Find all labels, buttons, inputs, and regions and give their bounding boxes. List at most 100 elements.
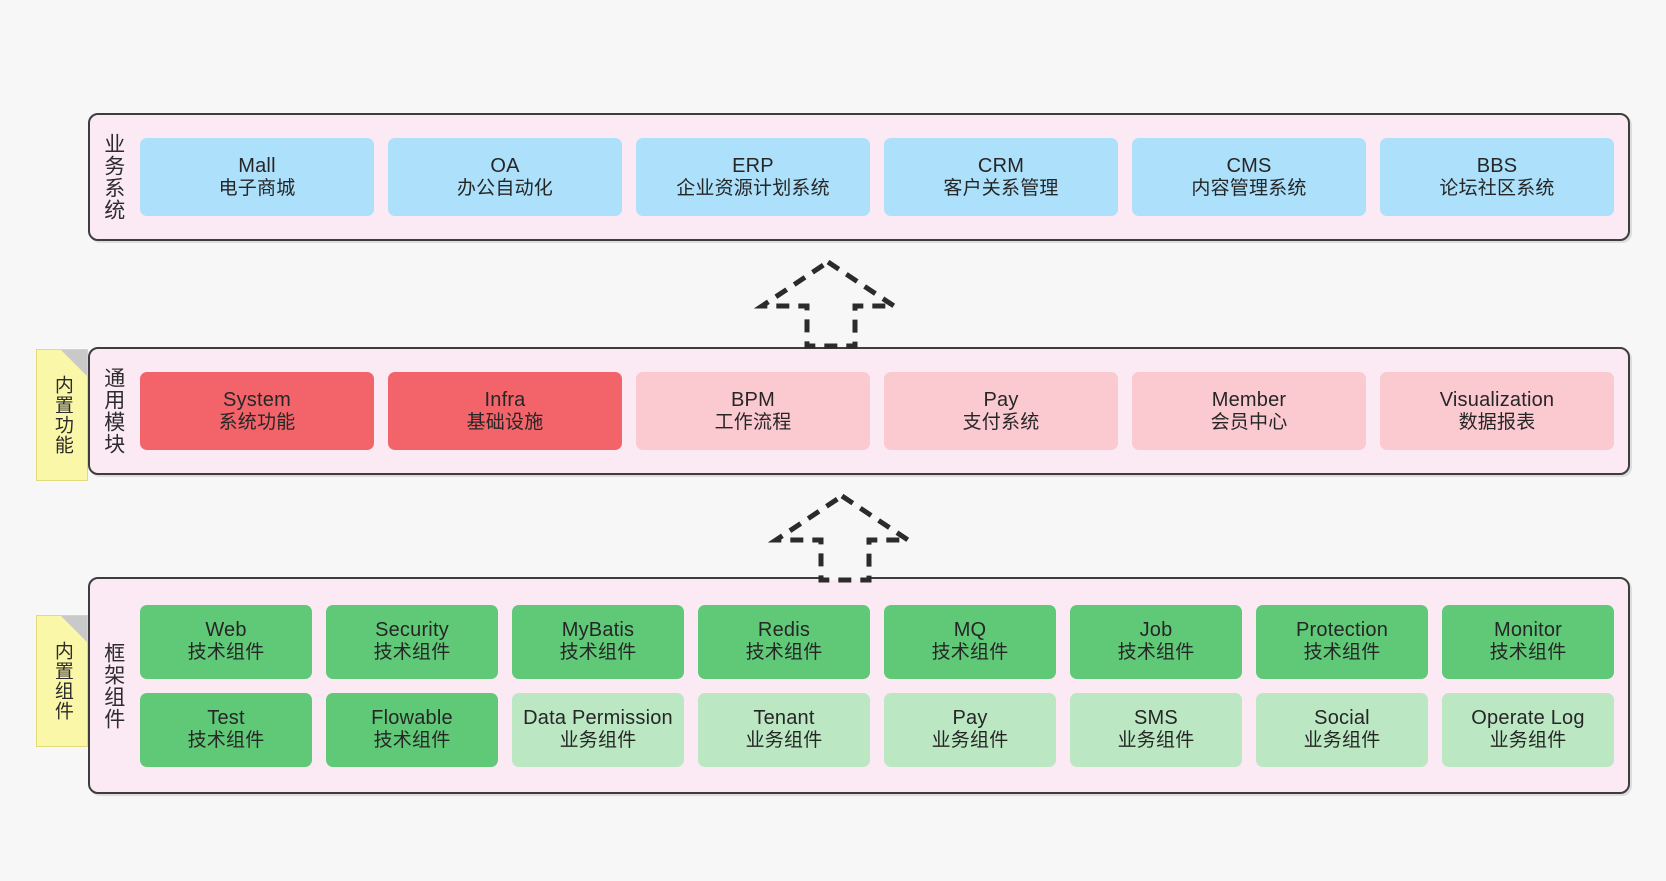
card-crm[interactable]: CRM 客户关系管理 (884, 138, 1118, 216)
card-sms[interactable]: SMS 业务组件 (1070, 692, 1242, 767)
card-security[interactable]: Security 技术组件 (326, 604, 498, 679)
card-bpm[interactable]: BPM 工作流程 (636, 372, 870, 450)
card-subtitle: 工作流程 (714, 411, 792, 433)
card-subtitle: 业务组件 (745, 730, 823, 752)
card-mybatis[interactable]: MyBatis 技术组件 (512, 604, 684, 679)
card-subtitle: 技术组件 (1303, 642, 1381, 664)
note-label: 内置组件 (51, 641, 73, 721)
card-erp[interactable]: ERP 企业资源计划系统 (636, 138, 870, 216)
card-title: CRM (977, 154, 1025, 177)
layer-common-module: 通用模块 System 系统功能 Infra 基础设施 BPM 工作流程 Pay… (88, 347, 1630, 475)
card-subtitle: 客户关系管理 (943, 177, 1059, 199)
card-oa[interactable]: OA 办公自动化 (388, 138, 622, 216)
card-tenant[interactable]: Tenant 业务组件 (698, 692, 870, 767)
card-infra[interactable]: Infra 基础设施 (388, 372, 622, 450)
card-title: BBS (1476, 154, 1518, 177)
card-subtitle: 业务组件 (1303, 730, 1381, 752)
card-title: System (223, 388, 291, 411)
card-title: Redis (757, 619, 811, 642)
card-title: MQ (953, 619, 987, 642)
card-title: Protection (1295, 619, 1389, 642)
card-subtitle: 技术组件 (373, 642, 451, 664)
card-row: Test 技术组件 Flowable 技术组件 Data Permission … (140, 692, 1614, 767)
card-title: Operate Log (1471, 707, 1585, 730)
card-title: Flowable (371, 707, 453, 730)
layer-body-common-module: System 系统功能 Infra 基础设施 BPM 工作流程 Pay 支付系统… (136, 349, 1628, 473)
card-title: MyBatis (561, 619, 635, 642)
card-system[interactable]: System 系统功能 (140, 372, 374, 450)
card-title: Pay (983, 388, 1019, 411)
card-subtitle: 论坛社区系统 (1439, 177, 1555, 199)
note-fold-corner-icon (61, 350, 87, 376)
connector-implement (767, 492, 917, 584)
card-visualization[interactable]: Visualization 数据报表 (1380, 372, 1614, 450)
note-built-in-components: 内置组件 (36, 615, 88, 747)
card-subtitle: 业务组件 (1117, 730, 1195, 752)
card-subtitle: 电子商城 (218, 177, 296, 199)
card-cms[interactable]: CMS 内容管理系统 (1132, 138, 1366, 216)
card-subtitle: 企业资源计划系统 (676, 177, 830, 199)
card-subtitle: 技术组件 (187, 730, 265, 752)
card-title: Test (207, 707, 245, 730)
card-title: Data Permission (523, 707, 673, 730)
card-title: BPM (731, 388, 775, 411)
layer-body-framework-component: Web 技术组件 Security 技术组件 MyBatis 技术组件 Redi… (136, 579, 1628, 792)
card-row: Web 技术组件 Security 技术组件 MyBatis 技术组件 Redi… (140, 604, 1614, 679)
note-built-in-features: 内置功能 (36, 349, 88, 481)
card-row: System 系统功能 Infra 基础设施 BPM 工作流程 Pay 支付系统… (140, 372, 1614, 450)
card-subtitle: 办公自动化 (456, 177, 553, 199)
card-subtitle: 会员中心 (1210, 411, 1288, 433)
card-title: Infra (484, 388, 526, 411)
card-test[interactable]: Test 技术组件 (140, 692, 312, 767)
layer-title-common-module: 通用模块 (101, 367, 125, 455)
note-fold-corner-icon (61, 616, 87, 642)
card-title: Member (1211, 388, 1287, 411)
card-title: Social (1314, 707, 1370, 730)
card-subtitle: 技术组件 (745, 642, 823, 664)
card-subtitle: 技术组件 (373, 730, 451, 752)
card-data-permission[interactable]: Data Permission 业务组件 (512, 692, 684, 767)
card-title: Job (1139, 619, 1173, 642)
note-label: 内置功能 (51, 375, 73, 455)
card-title: Web (205, 619, 247, 642)
card-mall[interactable]: Mall 电子商城 (140, 138, 374, 216)
card-title: Pay (952, 707, 988, 730)
card-title: Security (375, 619, 449, 642)
card-pay[interactable]: Pay 支付系统 (884, 372, 1118, 450)
card-pay-business[interactable]: Pay 业务组件 (884, 692, 1056, 767)
card-subtitle: 基础设施 (466, 411, 544, 433)
layer-title-framework-component: 框架组件 (101, 641, 125, 730)
card-title: SMS (1134, 707, 1178, 730)
card-monitor[interactable]: Monitor 技术组件 (1442, 604, 1614, 679)
card-subtitle: 技术组件 (187, 642, 265, 664)
card-social[interactable]: Social 业务组件 (1256, 692, 1428, 767)
card-flowable[interactable]: Flowable 技术组件 (326, 692, 498, 767)
card-mq[interactable]: MQ 技术组件 (884, 604, 1056, 679)
layer-body-business-system: Mall 电子商城 OA 办公自动化 ERP 企业资源计划系统 CRM 客户关系… (136, 115, 1628, 239)
card-subtitle: 技术组件 (931, 642, 1009, 664)
layer-business-system: 业务系统 Mall 电子商城 OA 办公自动化 ERP 企业资源计划系统 CRM… (88, 113, 1630, 241)
card-subtitle: 技术组件 (1117, 642, 1195, 664)
card-title: Mall (238, 154, 276, 177)
connector-build (753, 258, 903, 350)
card-title: Monitor (1493, 619, 1563, 642)
card-title: Visualization (1439, 388, 1555, 411)
card-member[interactable]: Member 会员中心 (1132, 372, 1366, 450)
card-web[interactable]: Web 技术组件 (140, 604, 312, 679)
layer-framework-component: 框架组件 Web 技术组件 Security 技术组件 MyBatis 技术组件… (88, 577, 1630, 794)
card-subtitle: 业务组件 (931, 730, 1009, 752)
card-bbs[interactable]: BBS 论坛社区系统 (1380, 138, 1614, 216)
card-operate-log[interactable]: Operate Log 业务组件 (1442, 692, 1614, 767)
card-subtitle: 技术组件 (559, 642, 637, 664)
card-job[interactable]: Job 技术组件 (1070, 604, 1242, 679)
card-row: Mall 电子商城 OA 办公自动化 ERP 企业资源计划系统 CRM 客户关系… (140, 138, 1614, 216)
card-title: ERP (732, 154, 774, 177)
card-subtitle: 业务组件 (559, 730, 637, 752)
card-subtitle: 技术组件 (1489, 642, 1567, 664)
card-title: OA (490, 154, 520, 177)
card-protection[interactable]: Protection 技术组件 (1256, 604, 1428, 679)
card-redis[interactable]: Redis 技术组件 (698, 604, 870, 679)
card-subtitle: 数据报表 (1458, 411, 1536, 433)
card-subtitle: 业务组件 (1489, 730, 1567, 752)
